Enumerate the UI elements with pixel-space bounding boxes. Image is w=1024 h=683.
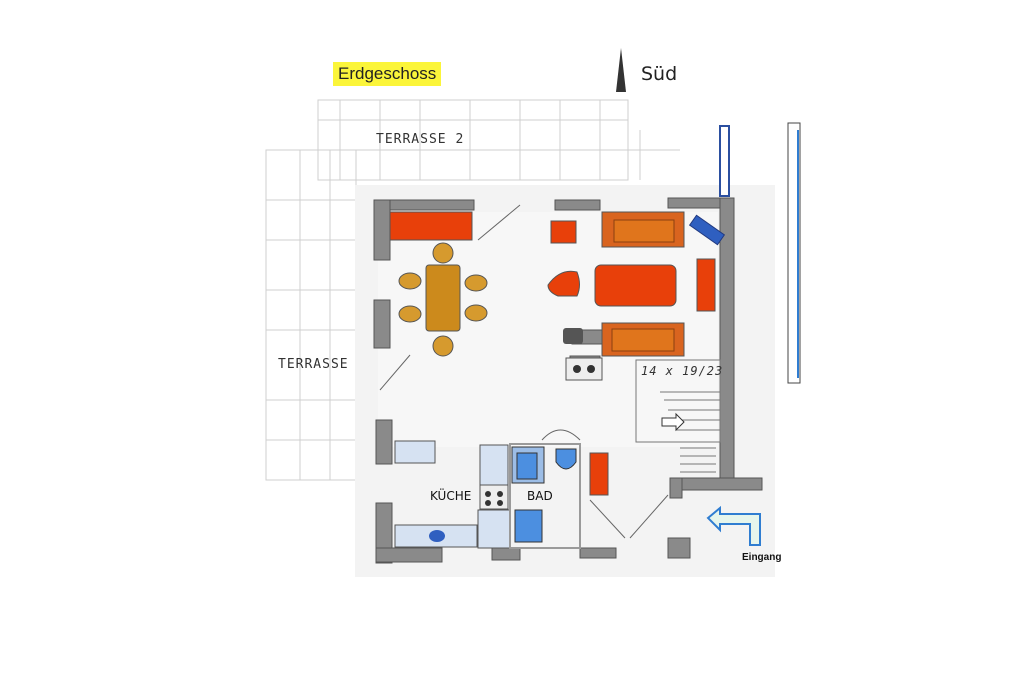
stair-arrow-icon bbox=[661, 412, 685, 432]
window-bench bbox=[688, 214, 726, 246]
entrance-label: Eingang bbox=[742, 552, 782, 563]
dining-table bbox=[425, 264, 461, 332]
floor-title: Erdgeschoss bbox=[333, 62, 442, 86]
bathroom-fixtures bbox=[511, 446, 577, 543]
north-arrow-icon bbox=[616, 48, 626, 92]
terrace-2-label: TERRASSE 2 bbox=[376, 132, 465, 147]
entrance-arrow-icon bbox=[706, 505, 761, 546]
terrace-label: TERRASSE bbox=[278, 357, 349, 372]
window-frame bbox=[719, 125, 730, 197]
kitchen-label: KÜCHE bbox=[430, 489, 472, 503]
kitchen-units bbox=[394, 440, 511, 549]
stair-label: 14 x 19/23 bbox=[641, 364, 724, 378]
stove-base bbox=[565, 357, 603, 381]
sideboard bbox=[389, 211, 473, 241]
hob-icon bbox=[485, 491, 503, 506]
stove bbox=[563, 328, 583, 344]
dining-chairs bbox=[398, 242, 488, 357]
sink-icon bbox=[429, 530, 445, 542]
living-furniture bbox=[547, 211, 716, 496]
doors bbox=[379, 204, 669, 539]
stairs bbox=[635, 359, 721, 473]
terrace-grid bbox=[265, 99, 680, 481]
compass-label: Süd bbox=[641, 63, 678, 85]
bath-label: BAD bbox=[527, 489, 553, 503]
